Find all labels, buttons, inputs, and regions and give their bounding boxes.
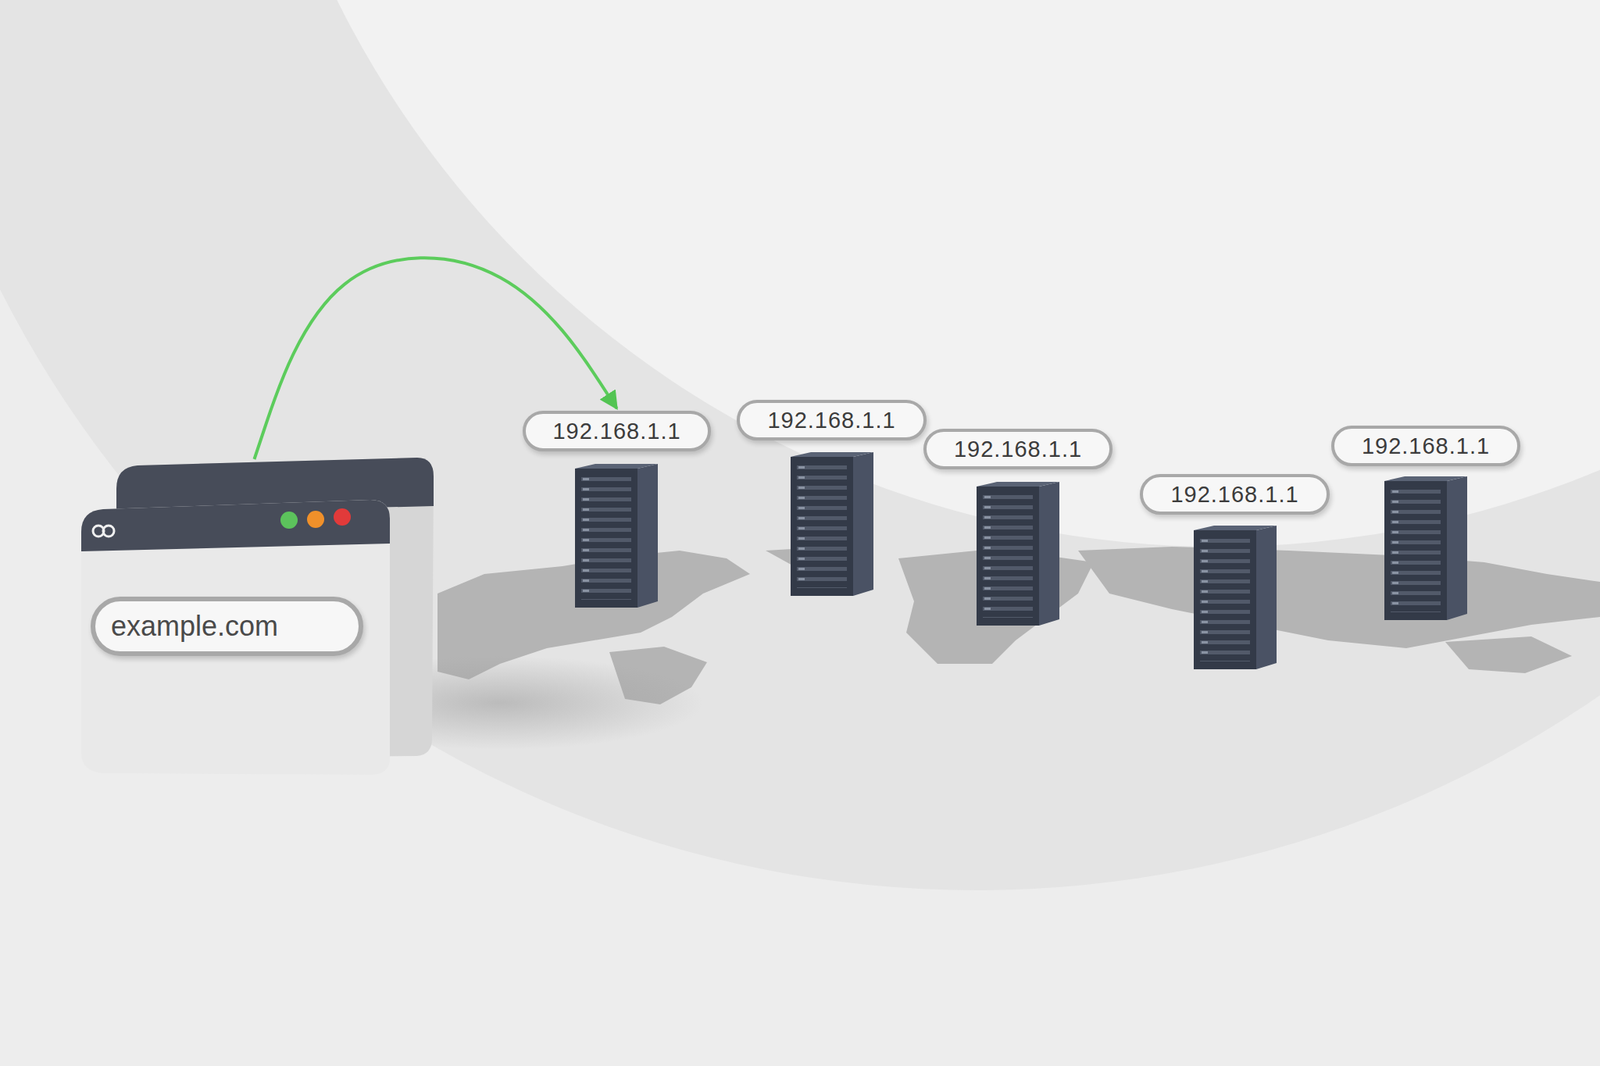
ip-address: 192.168.1.1 [1170, 482, 1299, 508]
ip-pill: 192.168.1.1 [1139, 474, 1330, 515]
ip-pill: 192.168.1.1 [522, 410, 711, 452]
ip-pill: 192.168.1.1 [1331, 425, 1521, 467]
ip-address: 192.168.1.1 [552, 418, 681, 445]
ip-label: 192.168.1.1 [736, 400, 927, 441]
ip-pill: 192.168.1.1 [736, 400, 927, 441]
server-rack [575, 452, 1468, 670]
arc-light [234, 0, 1600, 547]
address-bar: example.com [90, 596, 364, 657]
ip-label: 192.168.1.1 [923, 428, 1113, 470]
ip-label: 192.168.1.1 [1331, 425, 1521, 467]
ip-pill: 192.168.1.1 [923, 428, 1113, 470]
ip-label: 192.168.1.1 [522, 410, 711, 452]
url-text: example.com [110, 610, 279, 643]
ip-label: 192.168.1.1 [1139, 474, 1330, 515]
browser-window: example.com [81, 457, 435, 779]
ip-address: 192.168.1.1 [953, 436, 1083, 463]
ip-address: 192.168.1.1 [1361, 433, 1490, 460]
ip-address: 192.168.1.1 [767, 407, 896, 434]
